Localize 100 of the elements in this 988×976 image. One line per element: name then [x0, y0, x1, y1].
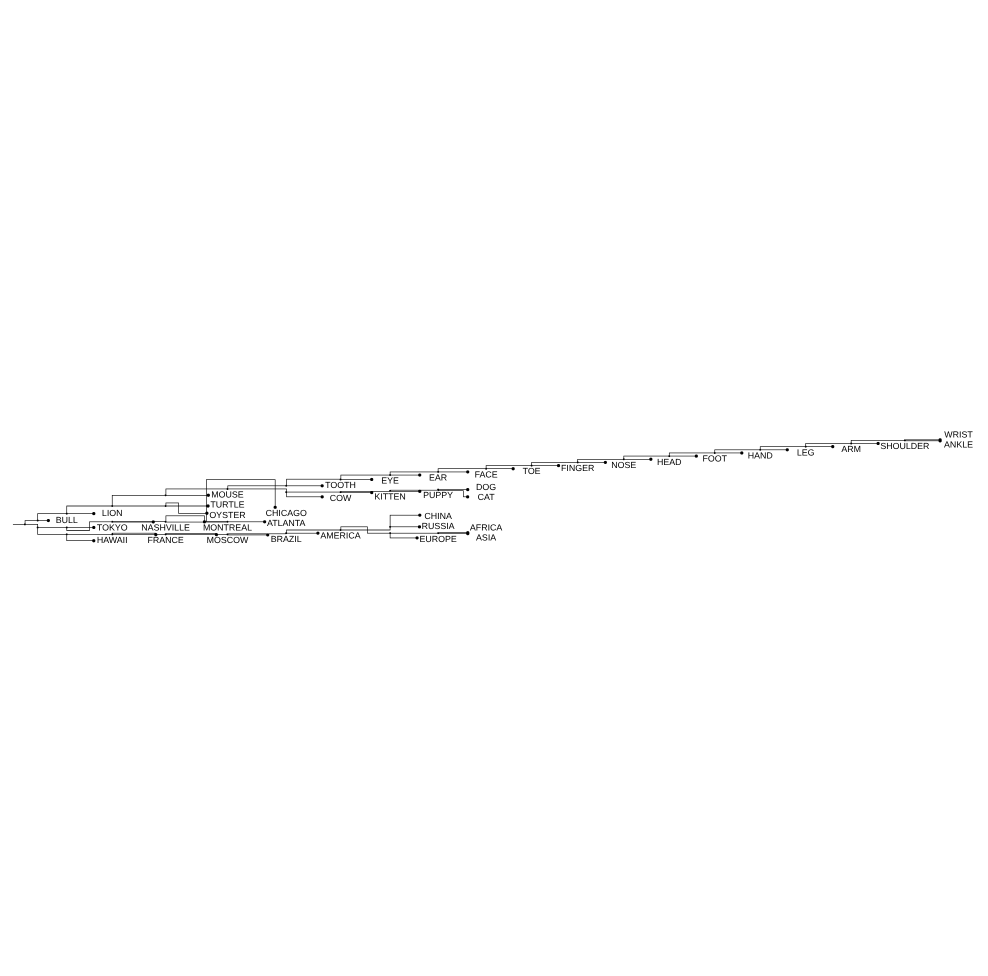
- connector: [623, 456, 669, 459]
- connector: [227, 485, 286, 489]
- node-text: DOG: [476, 482, 496, 492]
- node-text: KITTEN: [374, 491, 406, 502]
- node-point: [622, 458, 625, 460]
- connector: [531, 462, 578, 466]
- node-point: [226, 520, 228, 523]
- node-point: [804, 446, 807, 448]
- connector: [166, 504, 210, 508]
- node-text: RUSSIA: [422, 521, 455, 532]
- node-point: [437, 532, 440, 534]
- node-text: CHICAGO: [266, 508, 307, 518]
- node-point: [485, 468, 488, 470]
- node-text: TURTLE: [210, 500, 245, 510]
- node-point: [389, 526, 392, 528]
- node-text: ATLANTA: [267, 518, 306, 528]
- connector: [438, 470, 470, 474]
- node-text: BRAZIL: [270, 534, 302, 544]
- node-text: TOE: [522, 466, 541, 476]
- connector: [38, 518, 50, 522]
- node-text: NOSE: [611, 460, 636, 470]
- node-text: EYE: [381, 476, 399, 486]
- connector: [67, 534, 112, 535]
- node-text: TOOTH: [325, 480, 356, 490]
- connector: [112, 521, 166, 522]
- node-text: HAND: [748, 450, 773, 460]
- node-point: [437, 470, 440, 473]
- connector: [66, 535, 96, 542]
- node-text: MOSCOW: [206, 535, 248, 546]
- connector: [486, 465, 532, 468]
- connector: [438, 488, 470, 492]
- node-text: NASHVILLE: [141, 522, 190, 532]
- node-point: [111, 520, 114, 523]
- connector: [228, 488, 287, 492]
- connector: [286, 530, 340, 533]
- connector: [112, 534, 166, 535]
- node-point: [576, 461, 579, 464]
- node-text: MONTREAL: [202, 522, 252, 532]
- node-text: ARM: [841, 444, 861, 454]
- node-point: [226, 533, 228, 536]
- connector: [166, 533, 218, 536]
- node-text: BULL: [56, 514, 78, 525]
- node-text: MOUSE: [211, 490, 244, 500]
- connector: [286, 478, 340, 486]
- connector: [852, 442, 880, 446]
- node-point: [340, 529, 342, 531]
- node-point: [164, 494, 167, 496]
- connector: [760, 446, 806, 450]
- connector: [532, 464, 560, 468]
- node-text: AFRICA: [470, 522, 502, 532]
- node-text: HEAD: [657, 456, 682, 467]
- node-point: [340, 491, 342, 494]
- connector: [390, 532, 438, 534]
- connector: [390, 514, 422, 526]
- node-text: AMERICA: [320, 530, 361, 541]
- node-text: FACE: [474, 469, 498, 480]
- connector: [67, 526, 96, 530]
- node-point: [66, 533, 68, 536]
- node-point: [36, 526, 39, 528]
- node-point: [904, 439, 906, 442]
- node-point: [714, 452, 716, 454]
- connector: [715, 451, 744, 455]
- connector: [578, 460, 607, 464]
- node-text: PUPPY: [423, 490, 454, 500]
- connector: [286, 484, 324, 488]
- node-point: [285, 491, 288, 494]
- node-point: [285, 532, 288, 534]
- node-text: CHINA: [424, 511, 452, 522]
- connector: [112, 494, 166, 506]
- node-text: FOOT: [702, 454, 728, 464]
- connector: [670, 454, 698, 458]
- connector: [390, 534, 419, 540]
- connector: [228, 533, 270, 536]
- connector: [24, 520, 38, 524]
- connector: [390, 473, 422, 477]
- connector: [66, 521, 112, 531]
- connector: [486, 467, 515, 470]
- node-point: [389, 490, 392, 492]
- connector: [166, 494, 210, 497]
- node-text: FINGER: [561, 463, 594, 474]
- connector: [166, 534, 228, 535]
- node-point: [24, 523, 26, 526]
- node-text: OYSTER: [209, 510, 246, 520]
- connector: [12, 524, 24, 525]
- connector: [577, 458, 624, 462]
- connector: [806, 445, 834, 448]
- node-point: [759, 448, 762, 451]
- node-text: COW: [330, 492, 352, 503]
- connector: [340, 491, 390, 492]
- node-text: EAR: [429, 472, 448, 483]
- connector: [166, 488, 228, 495]
- connector: [760, 448, 789, 452]
- connector: [38, 527, 66, 528]
- node-point: [36, 520, 39, 522]
- connector: [390, 472, 438, 475]
- connector: [438, 468, 486, 472]
- connector: [166, 502, 208, 515]
- node-text: CAT: [478, 492, 495, 502]
- connector: [850, 440, 904, 444]
- node-text: ASIA: [476, 532, 496, 543]
